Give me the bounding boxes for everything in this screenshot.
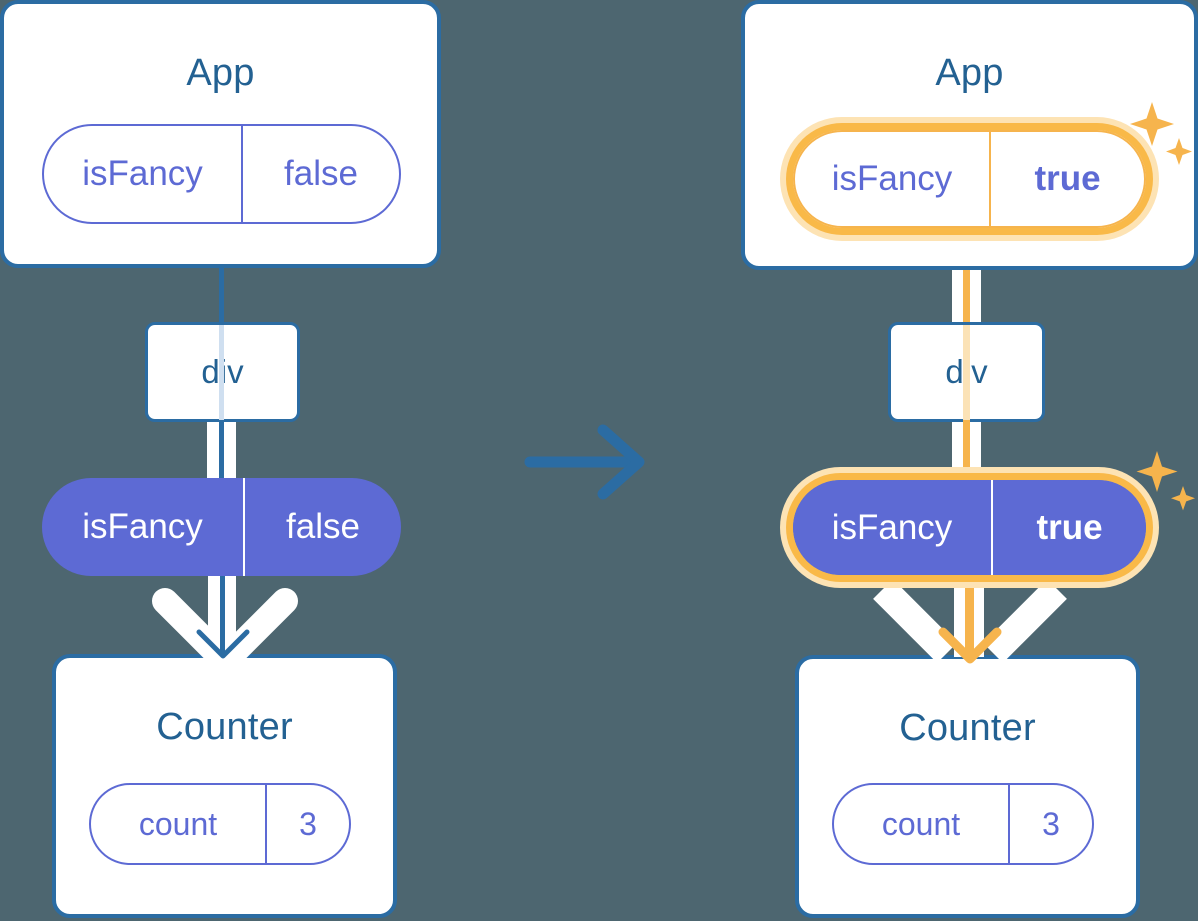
arrowhead-counter-after	[938, 627, 1002, 664]
counter-title-after: Counter	[899, 707, 1036, 749]
counter-state-pill-after: count 3	[832, 783, 1094, 865]
connector-app-to-div-before	[219, 267, 224, 325]
counter-state-name-after: count	[881, 805, 961, 842]
counter-card-before: Counter	[52, 654, 397, 918]
arrowhead-counter-before	[196, 629, 250, 659]
transition-right-arrow-icon	[524, 424, 645, 500]
prop-pill-before: isFancy false	[42, 478, 401, 576]
app-state-pill-before: isFancy false	[42, 124, 401, 224]
connector-app-to-div-after	[963, 230, 970, 330]
counter-state-name-before: count	[138, 805, 218, 842]
connector-through-div-after	[963, 325, 970, 420]
prop-pill-after: isFancy true	[793, 480, 1146, 575]
app-state-name-after: isFancy	[831, 159, 953, 198]
app-state-pill-after: isFancy true	[793, 130, 1146, 228]
counter-state-value-after: 3	[1008, 785, 1092, 863]
counter-title-before: Counter	[156, 706, 293, 748]
counter-state-value-before: 3	[265, 785, 349, 863]
counter-card-after: Counter	[795, 655, 1140, 918]
sparkle-icon-prop-after	[1136, 451, 1195, 511]
app-state-value-before: false	[241, 126, 399, 222]
prop-name-after: isFancy	[831, 507, 953, 547]
prop-name-before: isFancy	[82, 507, 203, 546]
prop-value-before: false	[243, 478, 401, 576]
app-title-after: App	[935, 52, 1004, 94]
app-state-value-after: true	[989, 132, 1144, 226]
sparkle-icon-app-after	[1130, 102, 1192, 165]
connector-prop-to-counter-after	[965, 570, 974, 658]
app-state-name-before: isFancy	[82, 154, 203, 193]
connector-through-div-before	[219, 325, 224, 420]
connector-div-to-prop-before	[219, 420, 224, 486]
connector-div-to-prop-after	[963, 420, 970, 486]
counter-state-pill-before: count 3	[89, 783, 351, 865]
prop-value-after: true	[991, 480, 1146, 575]
connector-prop-to-counter-before	[220, 570, 225, 655]
app-title-before: App	[186, 52, 255, 94]
